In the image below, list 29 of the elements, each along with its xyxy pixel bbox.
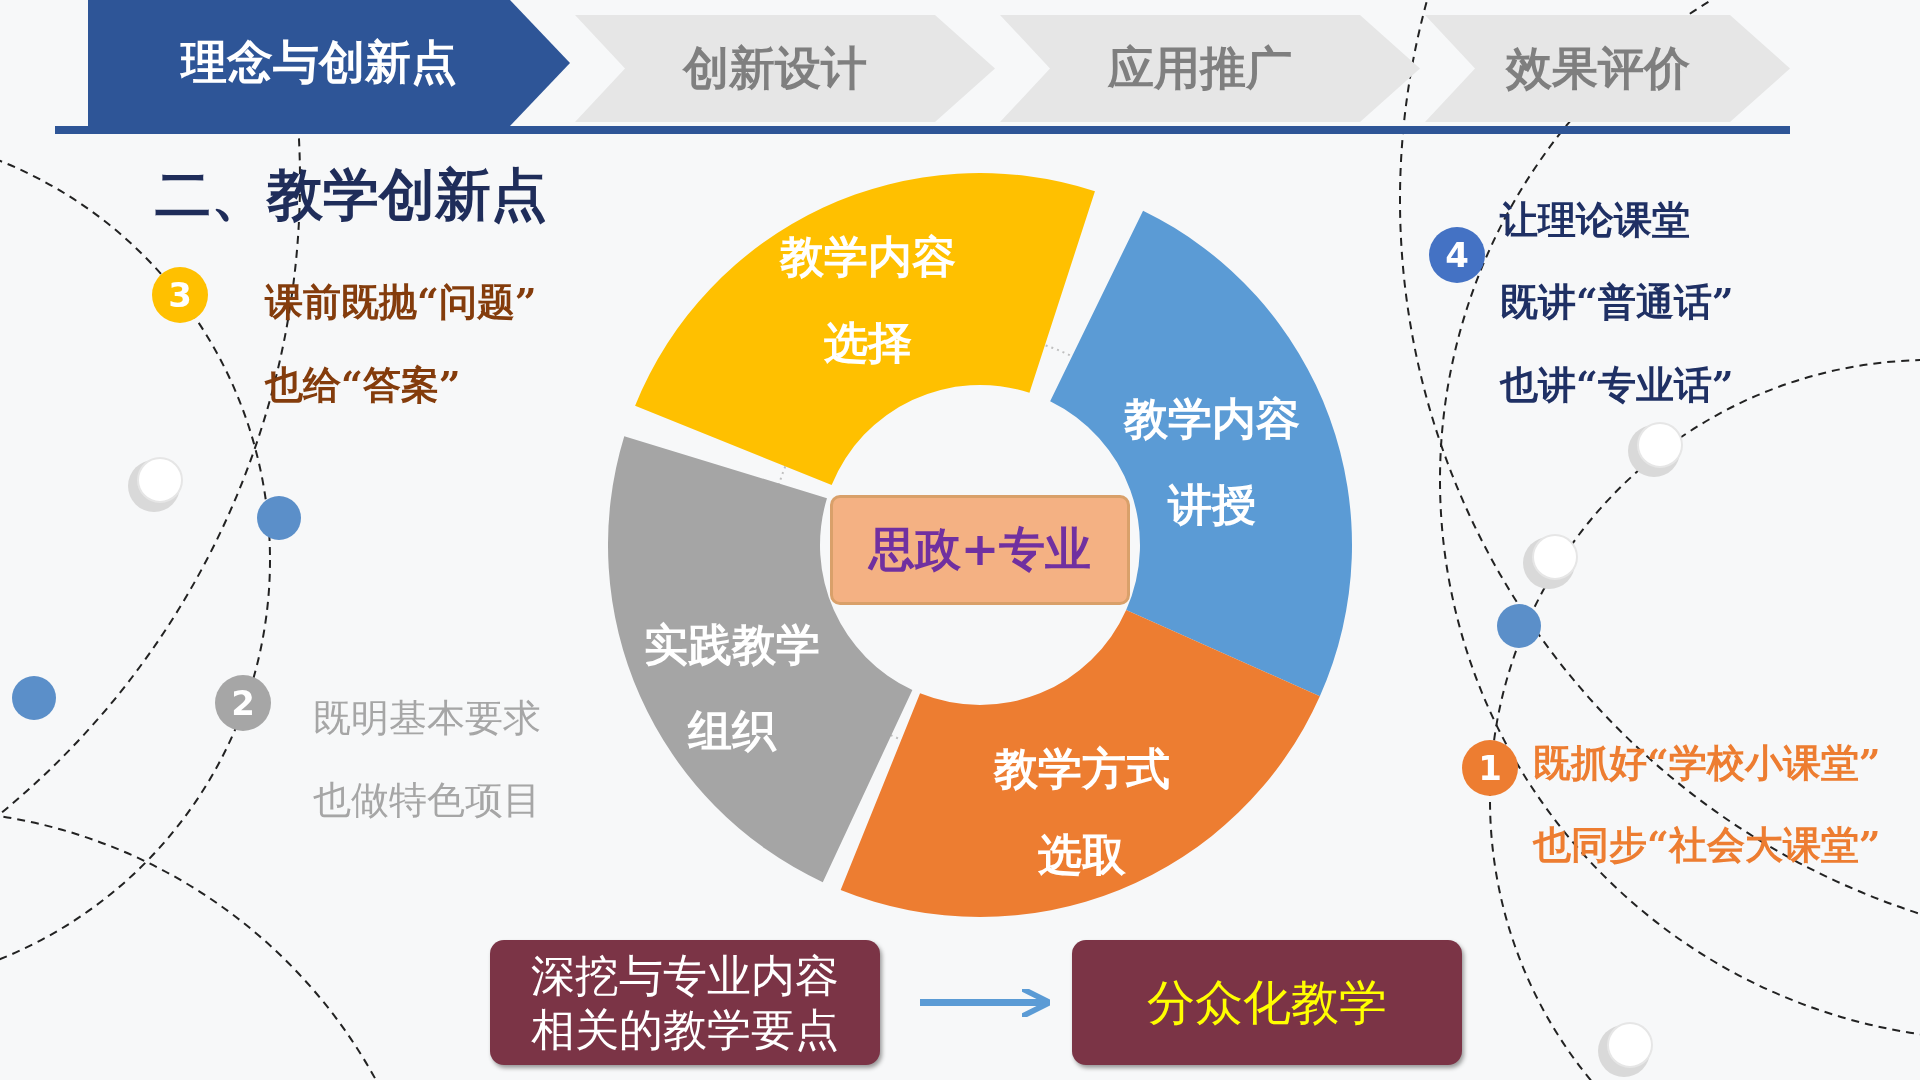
tab-label: 应用推广: [1107, 39, 1293, 97]
item-text: 也同步“社会大课堂”: [1533, 820, 1881, 869]
nav-tab: [1425, 15, 1790, 122]
segment-label: 教学内容选择: [778, 230, 957, 370]
segment-label: 教学方式选取: [992, 742, 1171, 882]
number-badge: 1: [1462, 740, 1518, 796]
section-title: 二、教学创新点: [155, 161, 547, 229]
segment-label: 实践教学组织: [643, 618, 821, 758]
item-text: 也给“答案”: [265, 360, 461, 409]
item-text: 让理论课堂: [1500, 195, 1690, 244]
item-text: 也做特色项目: [313, 776, 541, 824]
text-box: 深挖与专业内容相关的教学要点: [490, 940, 880, 1065]
tab-label: 理念与创新点: [179, 34, 458, 91]
item-text: 既明基本要求: [313, 694, 541, 742]
ring-segment: [840, 610, 1320, 917]
number-badge: 3: [152, 267, 208, 323]
ring-segment: [635, 173, 1095, 486]
item-text: 既抓好“学校小课堂”: [1533, 738, 1881, 787]
item-text: 课前既抛“问题”: [265, 277, 537, 326]
number-badge: 4: [1429, 227, 1485, 283]
item-text: 也讲“专业话”: [1500, 360, 1734, 409]
nav-tab: [1000, 15, 1420, 122]
text-box: 分众化教学: [1072, 940, 1462, 1065]
tab-label: 效果评价: [1504, 39, 1691, 97]
nav-tab: [88, 0, 570, 126]
number-badge: 2: [215, 675, 271, 731]
item-text: 既讲“普通话”: [1500, 277, 1734, 326]
tab-label: 创新设计: [681, 39, 868, 97]
center-box: 思政+专业: [830, 495, 1130, 605]
